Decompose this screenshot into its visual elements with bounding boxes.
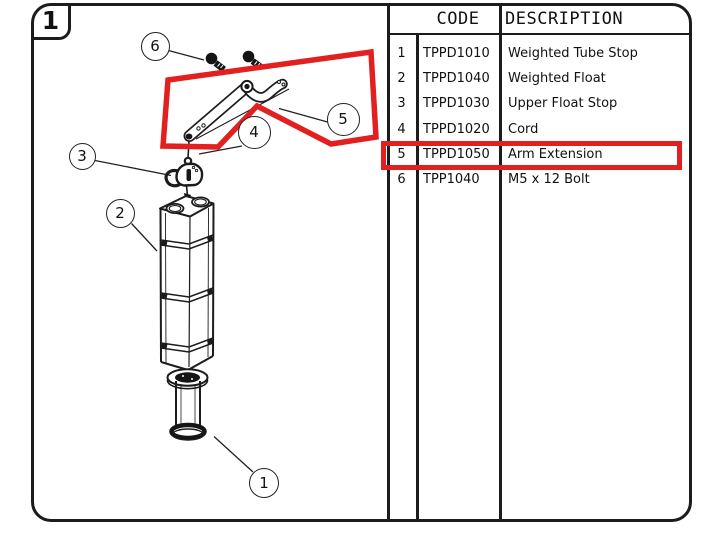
row-num: 2 xyxy=(397,71,406,87)
callout-leader-lines xyxy=(94,49,328,473)
description-column-header: DESCRIPTION xyxy=(505,9,624,29)
row-code: TPP1040 xyxy=(423,172,480,188)
row-desc: Weighted Float xyxy=(508,71,606,87)
row-num: 1 xyxy=(397,46,406,62)
highlight-box-row-5 xyxy=(381,141,682,170)
code-desc-divider-rule xyxy=(499,4,502,520)
row-code: TPPD1030 xyxy=(423,96,490,112)
row-desc: Upper Float Stop xyxy=(508,96,618,112)
parts-table: 1 TPPD1010 Weighted Tube Stop 2 TPPD1040… xyxy=(387,41,691,192)
weighted-float-part xyxy=(159,193,215,372)
callout-5-arm-extension: 5 xyxy=(326,102,360,136)
highlight-outline-arm xyxy=(160,48,379,150)
hook-part xyxy=(164,156,204,188)
callout-1-weighted-tube-stop: 1 xyxy=(249,468,279,498)
callout-label: 3 xyxy=(77,147,87,165)
callout-label: 6 xyxy=(150,37,160,55)
table-left-rule xyxy=(387,4,390,520)
code-column-header: CODE xyxy=(436,9,480,29)
row-num: 5 xyxy=(397,146,406,162)
callout-3-upper-float-stop: 3 xyxy=(68,142,96,170)
table-row: 3 TPPD1030 Upper Float Stop xyxy=(387,91,691,116)
row-code: TPPD1040 xyxy=(423,71,490,87)
num-code-divider-rule xyxy=(416,33,419,520)
callout-label: 1 xyxy=(259,474,269,492)
arm-part xyxy=(183,78,290,142)
row-num: 3 xyxy=(397,96,406,112)
row-num: 4 xyxy=(397,121,406,137)
callout-label: 2 xyxy=(115,204,125,222)
row-desc: Cord xyxy=(508,121,539,137)
callout-label: 5 xyxy=(338,110,348,128)
weighted-tube-stop-part xyxy=(166,368,209,441)
callout-2-weighted-float: 2 xyxy=(105,198,135,228)
bolt-part xyxy=(205,52,226,73)
figure-number-box: 1 xyxy=(33,4,71,40)
callout-4-cord: 4 xyxy=(237,115,271,149)
row-code: TPPD1050 xyxy=(423,146,490,162)
header-underline-rule xyxy=(387,32,691,35)
table-row: 1 TPPD1010 Weighted Tube Stop xyxy=(387,41,691,66)
row-num: 6 xyxy=(397,172,406,188)
row-desc: Arm Extension xyxy=(508,146,603,162)
figure-number: 1 xyxy=(41,6,60,35)
row-desc: Weighted Tube Stop xyxy=(508,46,638,62)
table-row: 4 TPPD1020 Cord xyxy=(387,117,691,142)
callout-label: 4 xyxy=(249,123,259,141)
row-code: TPPD1020 xyxy=(423,121,490,137)
table-row: 2 TPPD1040 Weighted Float xyxy=(387,66,691,91)
outer-frame xyxy=(31,3,692,522)
row-desc: M5 x 12 Bolt xyxy=(508,172,590,188)
callout-6-bolt: 6 xyxy=(140,31,170,61)
row-code: TPPD1010 xyxy=(423,46,490,62)
table-row-highlighted: 5 TPPD1050 Arm Extension xyxy=(387,142,691,167)
table-row: 6 TPP1040 M5 x 12 Bolt xyxy=(387,167,691,192)
